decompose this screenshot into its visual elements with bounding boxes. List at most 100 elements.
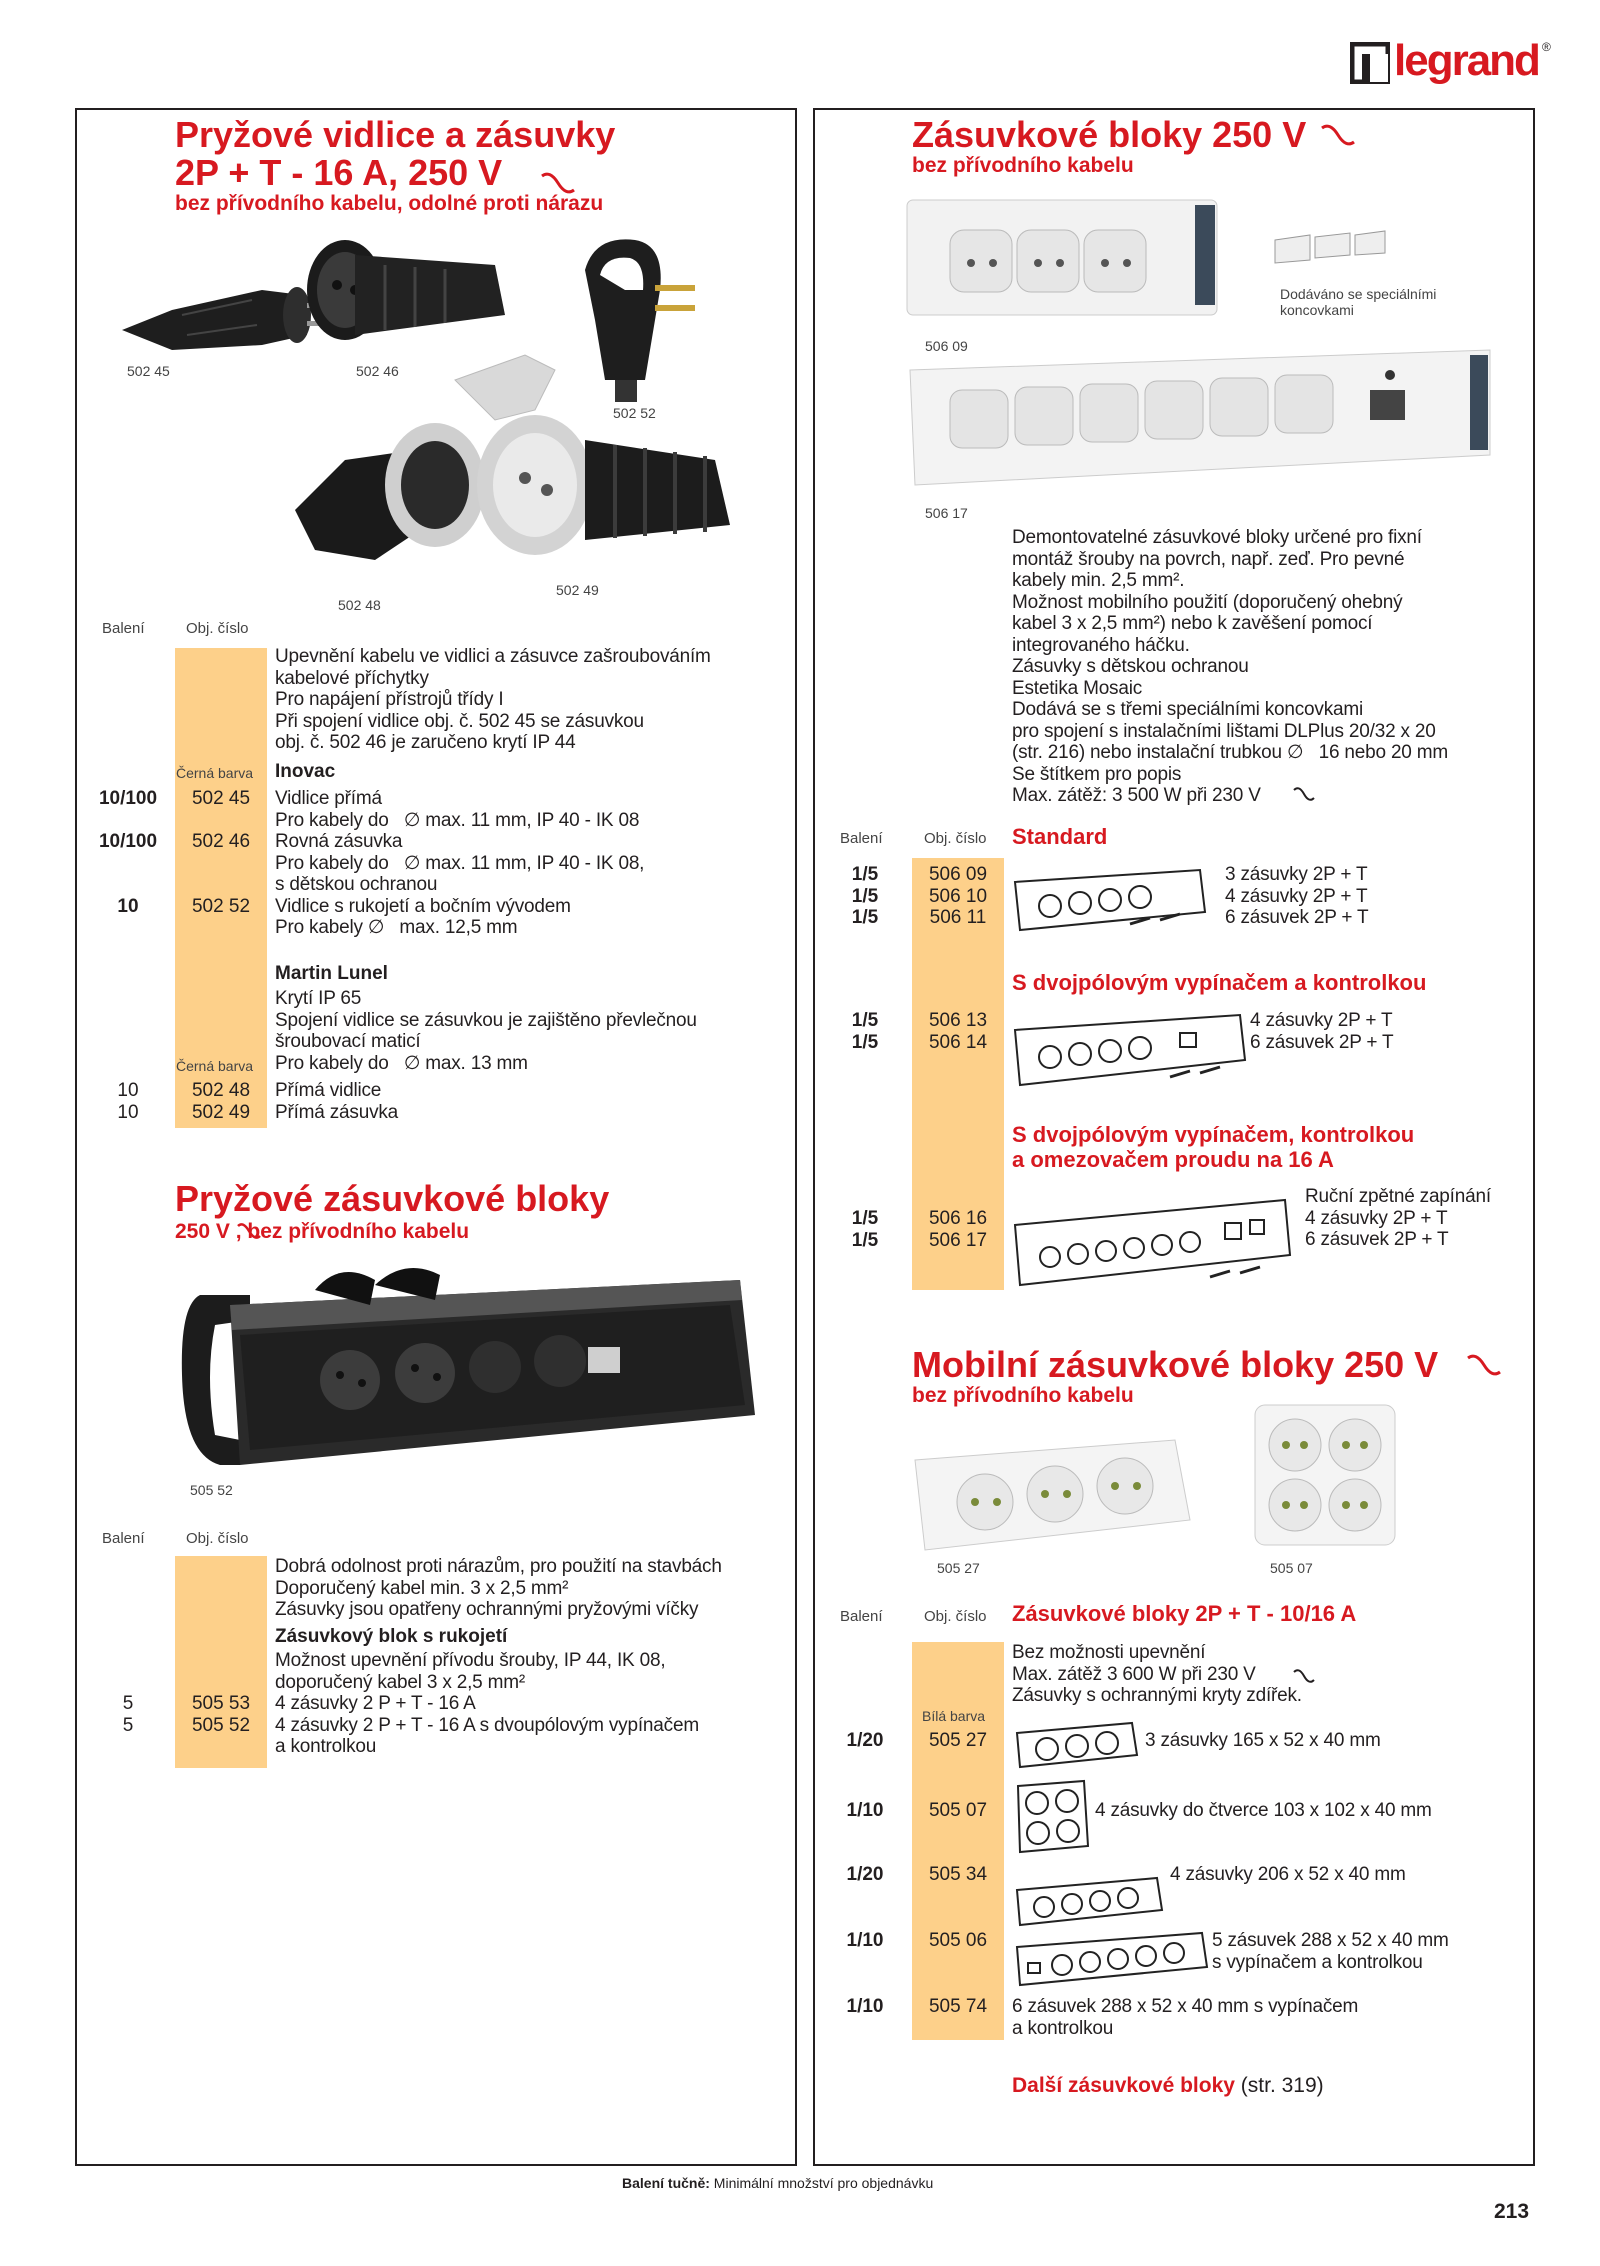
left-rows2-baleni: 10 10 [117, 1080, 139, 1123]
right-sec3-line1: S dvojpólovým vypínačem, kontrolkou [1012, 1122, 1415, 1147]
right-sec3-line2: a omezovačem proudu na 16 A [1012, 1147, 1334, 1172]
right-std-baleni: 1/5 1/5 1/5 [851, 864, 879, 928]
ac-wave-icon-mob [1293, 1669, 1315, 1683]
mob-row-2-drawing [1016, 1779, 1090, 1854]
legrand-logo: legrand ® [1350, 36, 1551, 88]
mob-row-5-desc: 6 zásuvek 288 x 52 x 40 mm s vypínačem a… [1012, 1996, 1359, 2039]
right-note: Dodáváno se speciálními koncovkami [1280, 286, 1437, 318]
mob-row-1-drawing [1015, 1721, 1139, 1769]
more-blocks-page: (str. 319) [1234, 2074, 1324, 2097]
block-std-drawing [1013, 868, 1207, 932]
right-panel-frame [813, 108, 1535, 2166]
block-s2-drawing [1013, 1013, 1247, 1087]
left-blok-title: Zásuvkový blok s rukojetí [275, 1626, 508, 1647]
right-white-color-label: Bílá barva [922, 1708, 986, 1724]
socket-502-46-image [307, 240, 505, 340]
caption-505-27: 505 27 [937, 1560, 980, 1576]
left-subtitle3: 250 V , bez přívodního kabelu [175, 1220, 470, 1243]
page-number: 213 [1494, 2200, 1530, 2223]
left-panel-frame [75, 108, 797, 2166]
mob-row-3-desc: 4 zásuvky 206 x 52 x 40 mm [1170, 1864, 1406, 1885]
mob-row-1-desc: 3 zásuvky 165 x 52 x 40 mm [1145, 1730, 1381, 1751]
right-s2-ref: 506 13 506 14 [928, 1010, 988, 1053]
mob-row-2-ref: 505 07 [928, 1800, 988, 1821]
caption-502-45: 502 45 [127, 363, 170, 379]
left-col-obj: Obj. číslo [186, 620, 249, 637]
left-rows3-ref: 505 53 505 52 [191, 1693, 251, 1736]
logo-text: legrand [1394, 36, 1541, 85]
left-ref-band-1 [175, 648, 267, 1128]
right-title2: Mobilní zásuvkové bloky 250 V [912, 1344, 1439, 1385]
ac-wave-icon-right-2 [1467, 1354, 1501, 1376]
left-desc3: Dobrá odolnost proti nárazům, pro použit… [275, 1556, 722, 1620]
right-title1: Zásuvkové bloky 250 V [912, 114, 1307, 155]
ac-wave-icon-small [237, 1223, 261, 1239]
right-ref-band-1 [912, 858, 1004, 1290]
block-506-17-image [909, 349, 1491, 486]
left-col-obj-2: Obj. číslo [186, 1530, 249, 1547]
mob-row-5-ref: 505 74 [928, 1996, 988, 2017]
block-s3-drawing [1013, 1198, 1292, 1287]
mob-row-5-baleni: 1/10 [846, 1996, 884, 2017]
left-col-baleni-2: Balení [102, 1530, 145, 1547]
mobile-block-505-27-image [914, 1439, 1191, 1551]
block-506-09-image [906, 199, 1218, 316]
left-title-line1: Pryžové vidlice a zásuvky [175, 114, 616, 155]
caption-506-09: 506 09 [925, 338, 968, 354]
ac-wave-icon-desc [1293, 787, 1315, 801]
plug-set-502-48-49-image [295, 354, 730, 560]
left-title-line2: 2P + T - 16 A, 250 V [175, 152, 503, 193]
left-rows3-desc: Možnost upevnění přívodu šrouby, IP 44, … [275, 1650, 699, 1757]
right-description: Demontovatelné zásuvkové bloky určené pr… [1012, 527, 1449, 806]
right-sec-standard: Standard [1012, 824, 1108, 849]
right-col-obj-2: Obj. číslo [924, 1608, 987, 1625]
caption-505-52: 505 52 [190, 1482, 233, 1498]
right-std-desc: 3 zásuvky 2P + T 4 zásuvky 2P + T 6 zásu… [1225, 864, 1369, 928]
left-rows1-ref: 502 45 502 46 502 52 [191, 788, 251, 917]
rubber-block-505-52-image [181, 1267, 755, 1465]
right-s2-baleni: 1/5 1/5 [851, 1010, 879, 1053]
right-col-obj: Obj. číslo [924, 830, 987, 847]
left-rows1-baleni: 10/100 10/100 10 [98, 788, 158, 917]
left-martin-desc: Krytí IP 65 Spojení vidlice se zásuvkou … [275, 988, 697, 1074]
end-caps-image [1274, 230, 1386, 264]
more-blocks-link[interactable]: Další zásuvkové bloky (str. 319) [1012, 2074, 1324, 2098]
mobile-block-505-07-image [1254, 1404, 1396, 1546]
left-color-label-2: Černá barva [176, 1058, 254, 1074]
ac-wave-icon-right [1321, 124, 1355, 146]
right-std-ref: 506 09 506 10 506 11 [928, 864, 988, 928]
logo-reg: ® [1542, 40, 1551, 54]
right-sec4: Zásuvkové bloky 2P + T - 10/16 A [1012, 1601, 1357, 1626]
left-ref-band-2 [175, 1556, 267, 1768]
left-rows2-ref: 502 48 502 49 [191, 1080, 251, 1123]
left-col-baleni: Balení [102, 620, 145, 637]
right-col-baleni: Balení [840, 830, 883, 847]
right-s2-desc: 4 zásuvky 2P + T 6 zásuvek 2P + T [1250, 1010, 1394, 1053]
legrand-logo-icon [1350, 42, 1390, 84]
left-title3: Pryžové zásuvkové bloky [175, 1178, 610, 1219]
caption-502-49: 502 49 [556, 582, 599, 598]
left-rows2-desc: Přímá vidlice Přímá zásuvka [275, 1080, 399, 1123]
caption-505-07: 505 07 [1270, 1560, 1313, 1576]
footer-note: Balení tučně: Minimální množství pro obj… [622, 2175, 933, 2191]
left-subtitle: bez přívodního kabelu, odolné proti nára… [175, 192, 604, 215]
left-description: Upevnění kabelu ve vidlici a zásuvce zaš… [275, 646, 711, 753]
plug-502-52-image [585, 239, 695, 402]
mob-row-4-desc: 5 zásuvek 288 x 52 x 40 mm s vypínačem a… [1212, 1930, 1449, 1973]
left-brand-martin-lunel: Martin Lunel [275, 963, 388, 984]
right-subtitle2: bez přívodního kabelu [912, 1384, 1134, 1407]
caption-502-48: 502 48 [338, 597, 381, 613]
right-sec2: S dvojpólovým vypínačem a kontrolkou [1012, 970, 1427, 995]
right-subtitle1: bez přívodního kabelu [912, 154, 1134, 177]
mob-row-3-baleni: 1/20 [846, 1864, 884, 1885]
right-s3-baleni: 1/5 1/5 [851, 1208, 879, 1251]
ac-wave-icon [541, 172, 575, 194]
caption-502-52: 502 52 [613, 405, 656, 421]
left-rows3-baleni: 5 5 [122, 1693, 134, 1736]
left-color-label-1: Černá barva [176, 765, 254, 781]
mob-row-1-ref: 505 27 [928, 1730, 988, 1751]
mob-row-4-drawing [1015, 1931, 1209, 1987]
mob-row-2-desc: 4 zásuvky do čtverce 103 x 102 x 40 mm [1095, 1800, 1432, 1821]
mob-row-4-ref: 505 06 [928, 1930, 988, 1951]
footer-note-bold: Balení tučně: [622, 2175, 710, 2191]
